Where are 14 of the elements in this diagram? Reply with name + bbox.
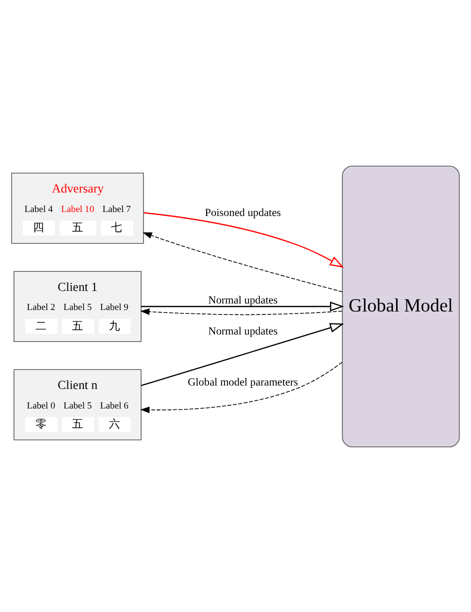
edge-label: Poisoned updates <box>204 206 281 219</box>
node-box: Client 1 Label 2 Label 5 Label 9 二 五 九 <box>14 270 142 342</box>
node-box: Global Model <box>342 165 460 447</box>
edge-label: Normal updates <box>208 294 278 306</box>
arrow <box>141 301 344 311</box>
arrow <box>140 322 344 386</box>
arrow <box>142 232 343 292</box>
arrow <box>144 212 344 268</box>
edge-label: Global model parameters <box>188 376 298 388</box>
edge-label: Normal updates <box>208 325 278 338</box>
arrow <box>140 361 342 413</box>
node-box: Client n Label 0 Label 5 Label 6 零 五 六 <box>14 368 142 440</box>
node-box: Adversary Label 4 Label 10 Label 7 四 五 七 <box>11 172 144 244</box>
arrow <box>140 308 342 315</box>
